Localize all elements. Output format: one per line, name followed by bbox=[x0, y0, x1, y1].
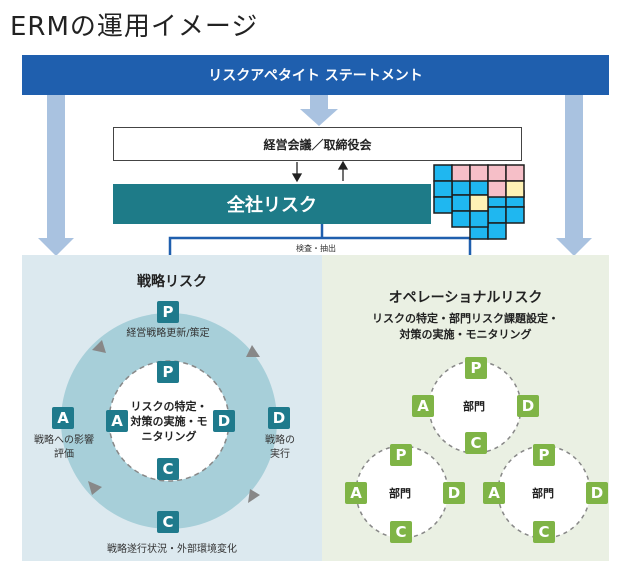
dept1-c-badge: C bbox=[465, 432, 487, 454]
strategic-d-label: 戦略の実行 bbox=[265, 435, 295, 460]
dept1-a-badge: A bbox=[412, 395, 434, 417]
strategic-outer-a-badge: A bbox=[52, 407, 74, 429]
management-board-box: 経営会議／取締役会 bbox=[113, 127, 522, 161]
strategic-risk-title: 戦略リスク bbox=[137, 274, 207, 290]
strategic-outer-d-badge: D bbox=[268, 407, 290, 429]
operational-subtitle-line1: リスクの特定・部門リスク課題設定・ bbox=[372, 312, 559, 325]
operational-subtitle-line2: 対策の実施・モニタリング bbox=[399, 328, 532, 341]
strategic-center-label: リスクの特定・対策の実施・モニタリング bbox=[130, 399, 208, 443]
dept3-a-badge: A bbox=[483, 482, 505, 504]
strategic-inner-c-badge: C bbox=[157, 458, 179, 480]
dept3-label: 部門 bbox=[532, 487, 554, 500]
dept2-c-badge: C bbox=[390, 521, 412, 543]
dept2-label: 部門 bbox=[389, 487, 411, 500]
dept2-a-badge: A bbox=[345, 482, 367, 504]
dept2-d-badge: D bbox=[443, 482, 465, 504]
dept1-d-badge: D bbox=[517, 395, 539, 417]
operational-risk-title: オペレーショナルリスク bbox=[388, 290, 543, 306]
department-cycles bbox=[355, 360, 591, 539]
dept1-p-badge: P bbox=[465, 357, 487, 379]
strategic-c-label: 戦略遂行状況・外部環境変化 bbox=[107, 544, 237, 555]
strategic-inner-p-badge: P bbox=[157, 361, 179, 383]
strategic-center-text: リスクの特定・対策の実施・モニタリング bbox=[114, 366, 224, 476]
dept1-label: 部門 bbox=[463, 400, 485, 413]
dept2-p-badge: P bbox=[390, 444, 412, 466]
strategic-outer-c-badge: C bbox=[157, 511, 179, 533]
page-title: ERMの運用イメージ bbox=[10, 12, 259, 42]
strategic-a-label: 戦略への影響評価 bbox=[34, 435, 94, 460]
risk-matrix-icon bbox=[433, 164, 525, 240]
all-risk-box: 全社リスク bbox=[113, 184, 431, 224]
strategic-inner-d-badge: D bbox=[213, 410, 235, 432]
strategic-inner-a-badge: A bbox=[106, 410, 128, 432]
dept3-p-badge: P bbox=[533, 444, 555, 466]
strategic-p-label: 経営戦略更新/策定 bbox=[126, 328, 210, 339]
detection-label: 検査・抽出 bbox=[296, 244, 336, 253]
risk-appetite-banner: リスクアペタイト ステートメント bbox=[22, 55, 609, 95]
dept3-c-badge: C bbox=[533, 521, 555, 543]
strategic-outer-p-badge: P bbox=[157, 301, 179, 323]
dept3-d-badge: D bbox=[586, 482, 608, 504]
